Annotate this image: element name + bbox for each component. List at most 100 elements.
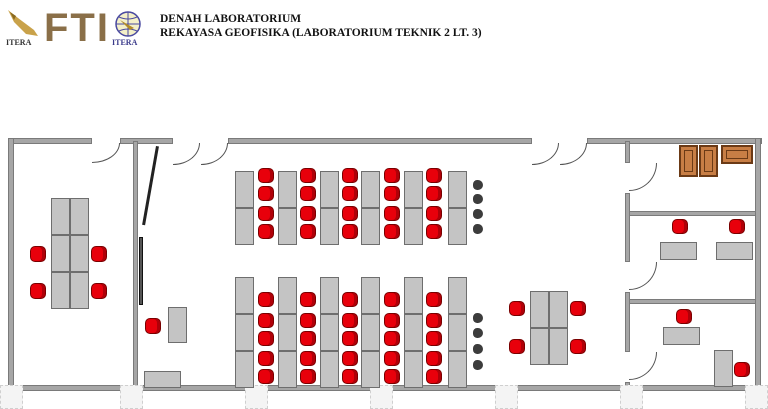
itera-geofisika-logo: ITERA [108, 10, 148, 48]
stool [473, 344, 483, 354]
stool [473, 328, 483, 338]
desk [278, 351, 297, 388]
desk [716, 242, 753, 260]
chair [426, 369, 442, 384]
chair [384, 186, 400, 201]
chair [384, 224, 400, 239]
desk [235, 277, 254, 314]
chair [384, 168, 400, 183]
desk [320, 277, 339, 314]
desk [361, 277, 380, 314]
desk [448, 314, 467, 351]
table [70, 272, 89, 309]
chair [384, 292, 400, 307]
itera-geofisika-logo-text: ITERA [112, 38, 138, 47]
chair [258, 206, 274, 221]
column-footing [495, 385, 518, 409]
table [549, 328, 568, 365]
column-footing [370, 385, 393, 409]
chair [672, 219, 688, 234]
wall [120, 138, 173, 144]
itera-logo-text: ITERA [6, 38, 32, 47]
chair [509, 339, 525, 354]
chair [426, 351, 442, 366]
table [51, 235, 70, 272]
wall [625, 292, 630, 352]
chair [300, 224, 316, 239]
chair [426, 292, 442, 307]
desk [278, 208, 297, 245]
itera-logo-mark [8, 10, 38, 36]
chair [258, 351, 274, 366]
cabinet [699, 145, 718, 177]
chair [384, 351, 400, 366]
chair [342, 351, 358, 366]
chair [570, 301, 586, 316]
whiteboard [142, 146, 159, 226]
table [70, 235, 89, 272]
chair [676, 309, 692, 324]
chair [509, 301, 525, 316]
fti-logo: FTI [44, 8, 108, 48]
chair [258, 313, 274, 328]
chair [91, 283, 107, 299]
column-footing [745, 385, 768, 409]
desk [235, 171, 254, 208]
chair [300, 292, 316, 307]
desk [448, 351, 467, 388]
desk [320, 171, 339, 208]
desk [404, 351, 423, 388]
chair [426, 186, 442, 201]
door [629, 352, 657, 380]
chair [342, 168, 358, 183]
chair [258, 186, 274, 201]
chair [300, 168, 316, 183]
table [51, 198, 70, 235]
desk [714, 350, 733, 387]
chair [426, 224, 442, 239]
desk [663, 327, 700, 345]
chair [426, 313, 442, 328]
stool [473, 313, 483, 323]
chair [145, 318, 161, 334]
chair [342, 331, 358, 346]
chair [258, 168, 274, 183]
desk [404, 277, 423, 314]
desk [235, 208, 254, 245]
desk [361, 171, 380, 208]
chair [258, 331, 274, 346]
stool [473, 224, 483, 234]
door [532, 143, 559, 165]
chair [426, 206, 442, 221]
chair [258, 292, 274, 307]
desk [448, 277, 467, 314]
table [51, 272, 70, 309]
desk [320, 351, 339, 388]
chair [258, 224, 274, 239]
cabinet [679, 145, 698, 177]
desk [144, 371, 181, 388]
page-title: DENAH LABORATORIUM REKAYASA GEOFISIKA (L… [160, 12, 482, 40]
desk [660, 242, 697, 260]
chair [384, 369, 400, 384]
desk [404, 171, 423, 208]
desk [168, 307, 187, 343]
column-footing [245, 385, 268, 409]
chair [342, 186, 358, 201]
chair [342, 206, 358, 221]
desk [361, 208, 380, 245]
chair [30, 283, 46, 299]
chair [426, 168, 442, 183]
chair [384, 331, 400, 346]
door [629, 163, 657, 191]
table [530, 291, 549, 328]
wall [228, 138, 532, 144]
chair [300, 313, 316, 328]
door [629, 262, 657, 290]
wall [625, 193, 630, 262]
wall [133, 141, 138, 388]
chair [384, 206, 400, 221]
stool [473, 180, 483, 190]
desk [404, 208, 423, 245]
chair [300, 206, 316, 221]
